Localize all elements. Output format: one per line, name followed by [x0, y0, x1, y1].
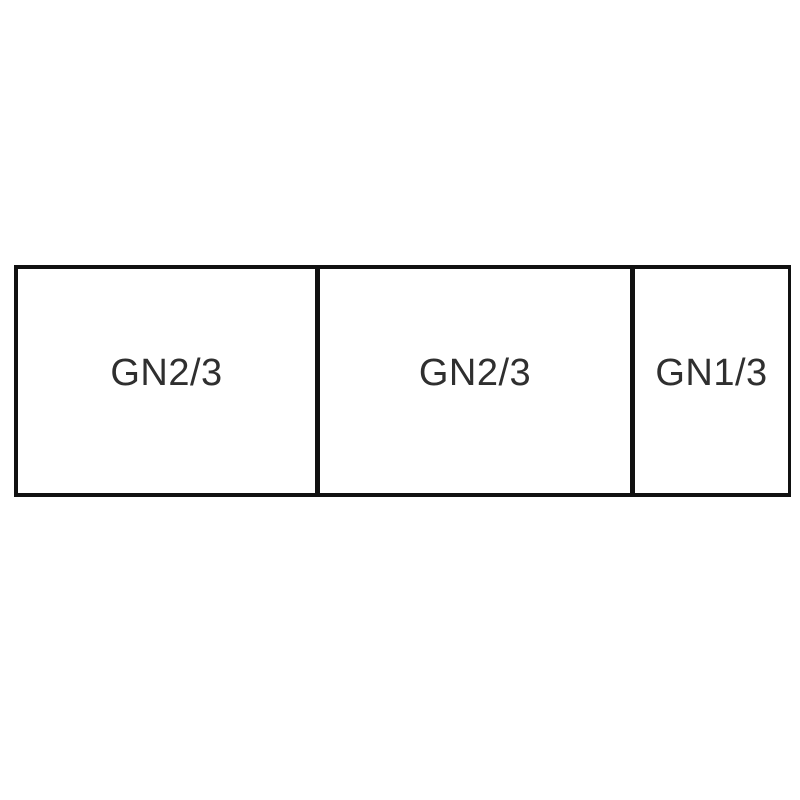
- gn-cell-left-label: GN2/3: [110, 352, 223, 394]
- gn-cell-right: GN1/3: [635, 269, 788, 493]
- gn-cell-middle-label: GN2/3: [418, 352, 532, 394]
- gn-cell-middle: GN2/3: [320, 269, 635, 493]
- gn-cell-right-label: GN1/3: [655, 352, 768, 394]
- gn-cell-left: GN2/3: [18, 269, 320, 493]
- gastronorm-frame: GN2/3 GN2/3 GN1/3: [14, 265, 791, 497]
